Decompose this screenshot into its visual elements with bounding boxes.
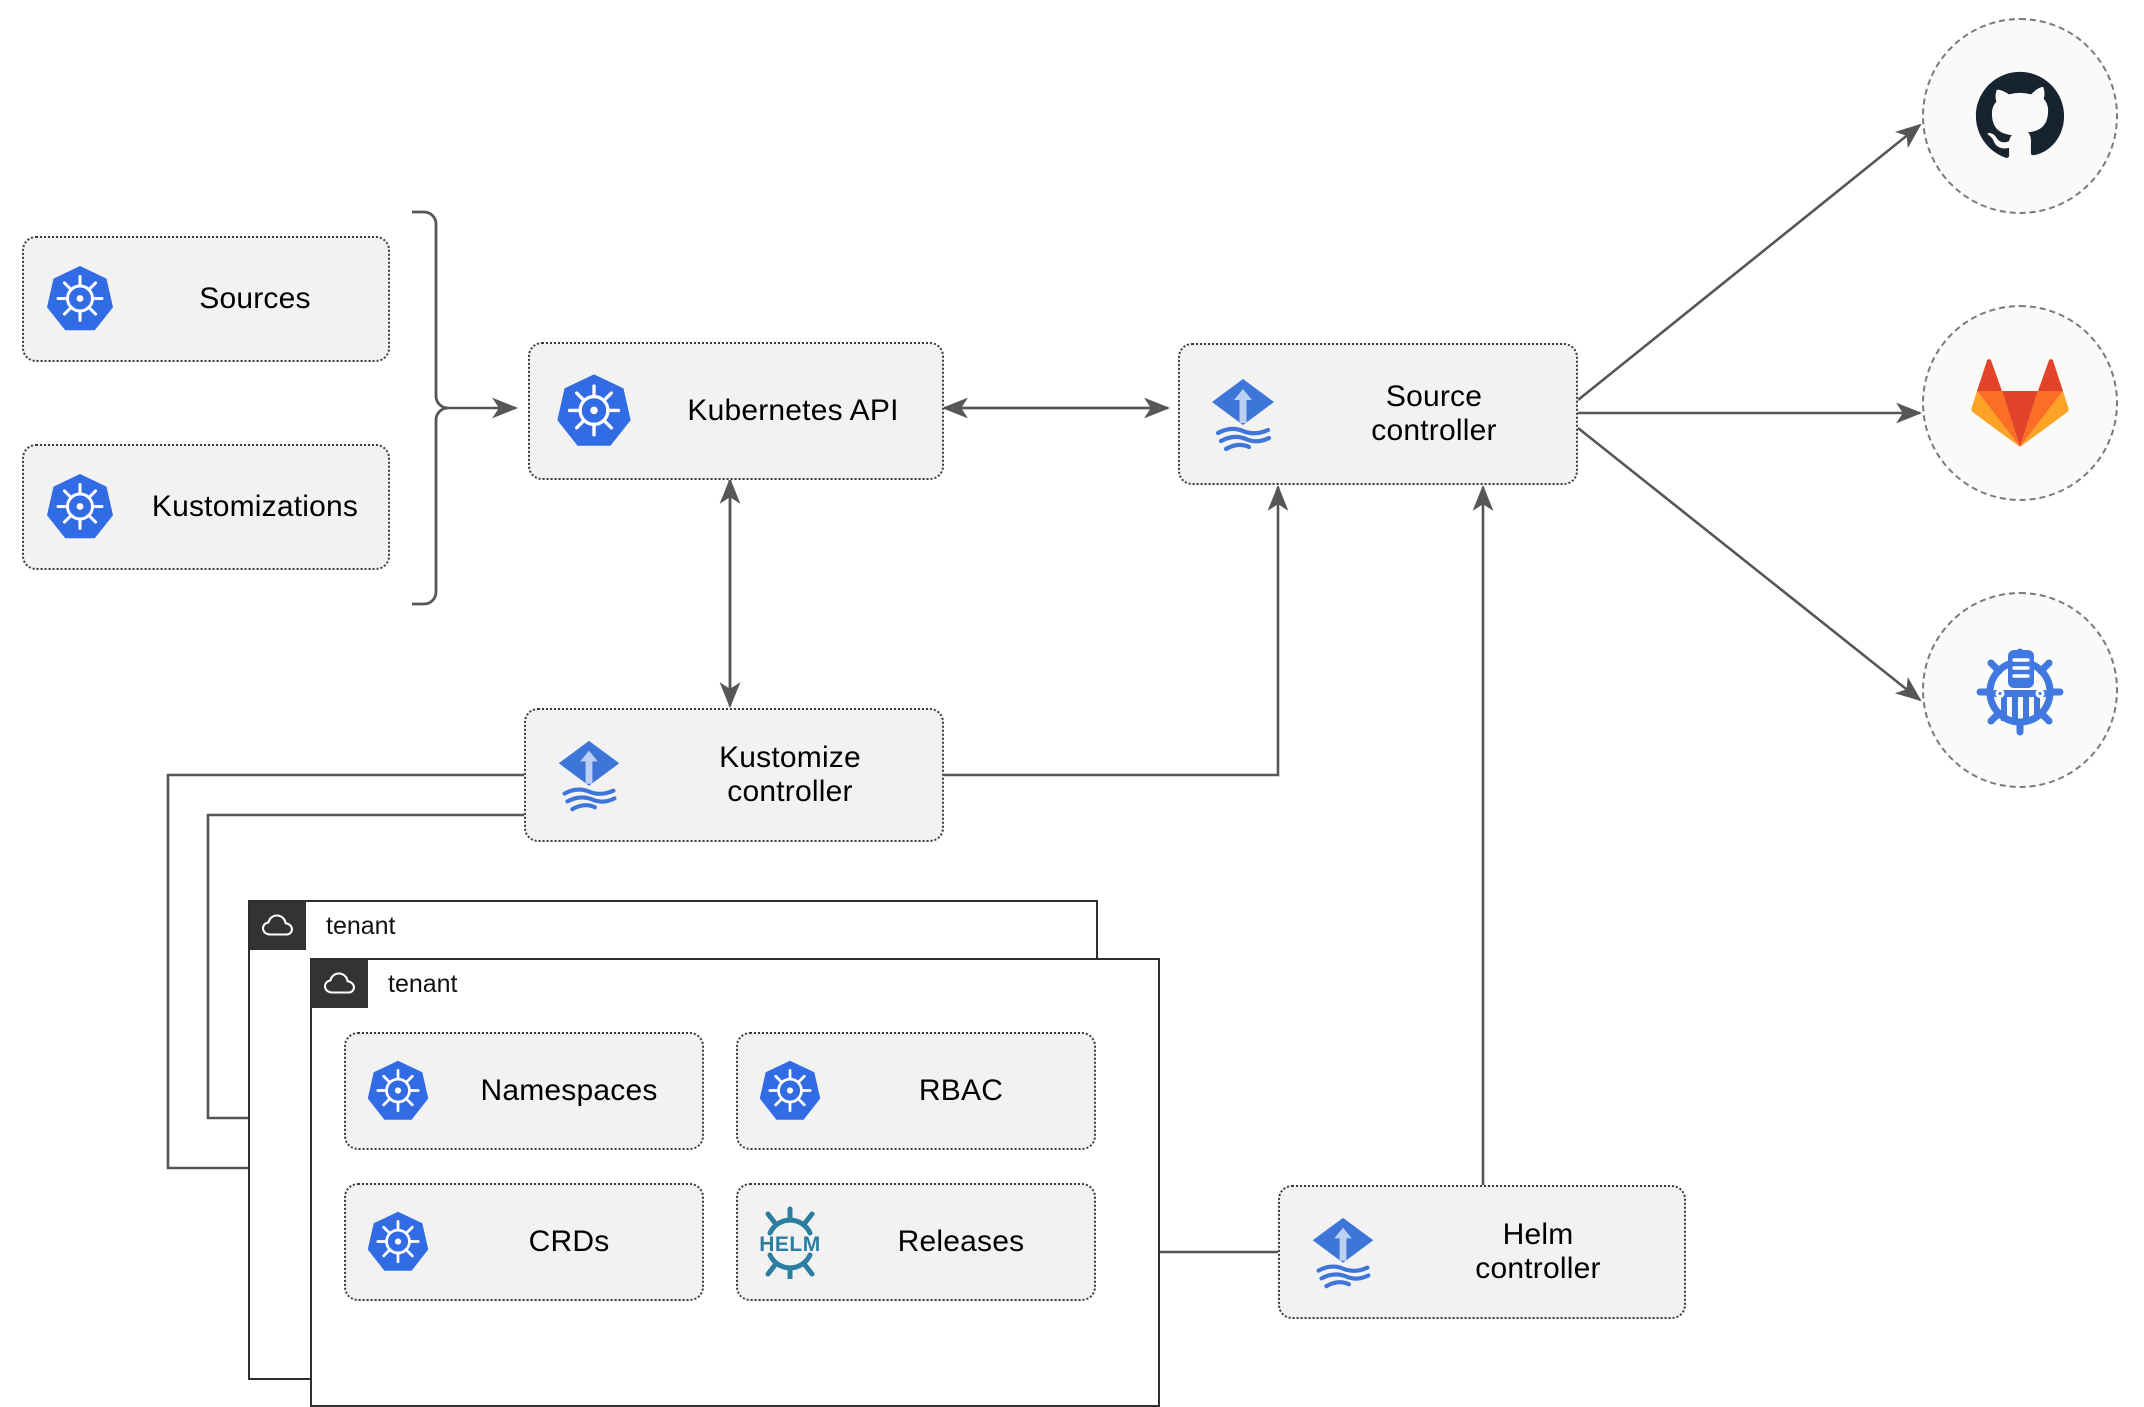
node-label: Sources — [199, 282, 311, 316]
node-source-controller[interactable]: Source controller — [1178, 343, 1578, 485]
node-crds[interactable]: CRDs — [344, 1183, 704, 1301]
node-label: Namespaces — [480, 1074, 658, 1108]
node-helm-controller[interactable]: Helm controller — [1278, 1185, 1686, 1319]
tenant-header: tenant — [312, 960, 458, 1008]
wire-source-to-github — [1577, 123, 1922, 402]
kubernetes-icon — [24, 471, 136, 543]
wire-source-to-helmrepo — [1577, 426, 1922, 702]
node-releases[interactable]: HELM Releases — [736, 1183, 1096, 1301]
node-rbac[interactable]: RBAC — [736, 1032, 1096, 1150]
node-label: RBAC — [918, 1074, 1004, 1108]
helm-repository-icon — [1976, 648, 2064, 736]
node-label: Releases — [897, 1225, 1025, 1259]
helm-icon: HELM — [738, 1205, 842, 1279]
provider-helm-repository[interactable] — [1922, 592, 2118, 788]
node-kustomizations[interactable]: Kustomizations — [22, 444, 390, 570]
provider-github[interactable] — [1922, 18, 2118, 214]
node-kubernetes-api[interactable]: Kubernetes API — [528, 342, 944, 480]
kubernetes-icon — [738, 1058, 842, 1124]
wire-kustomize-to-source — [944, 484, 1289, 777]
github-icon — [1975, 71, 2065, 158]
node-label: Kustomizations — [151, 490, 359, 524]
cloud-icon — [312, 960, 368, 1008]
node-label: Source controller — [1371, 380, 1497, 447]
tenant-title: tenant — [388, 969, 458, 998]
node-label: Kubernetes API — [687, 394, 899, 428]
kubernetes-icon — [346, 1058, 450, 1124]
kubernetes-icon — [346, 1209, 450, 1275]
node-sources[interactable]: Sources — [22, 236, 390, 362]
flux-icon — [1180, 371, 1306, 457]
node-label: Kustomize controller — [719, 741, 861, 808]
tenant-header: tenant — [250, 902, 396, 950]
node-label: CRDs — [528, 1225, 610, 1259]
flux-icon — [1280, 1210, 1406, 1294]
gitlab-icon — [1971, 359, 2069, 447]
provider-gitlab[interactable] — [1922, 305, 2118, 501]
kubernetes-icon — [530, 371, 658, 451]
group-bracket — [412, 210, 449, 606]
node-kustomize-controller[interactable]: Kustomize controller — [524, 708, 944, 842]
node-label: Helm controller — [1475, 1218, 1601, 1285]
flux-icon — [526, 733, 652, 817]
cloud-icon — [250, 902, 306, 950]
tenant-title: tenant — [326, 911, 396, 940]
svg-text:HELM: HELM — [759, 1233, 821, 1256]
node-namespaces[interactable]: Namespaces — [344, 1032, 704, 1150]
kubernetes-icon — [24, 263, 136, 335]
